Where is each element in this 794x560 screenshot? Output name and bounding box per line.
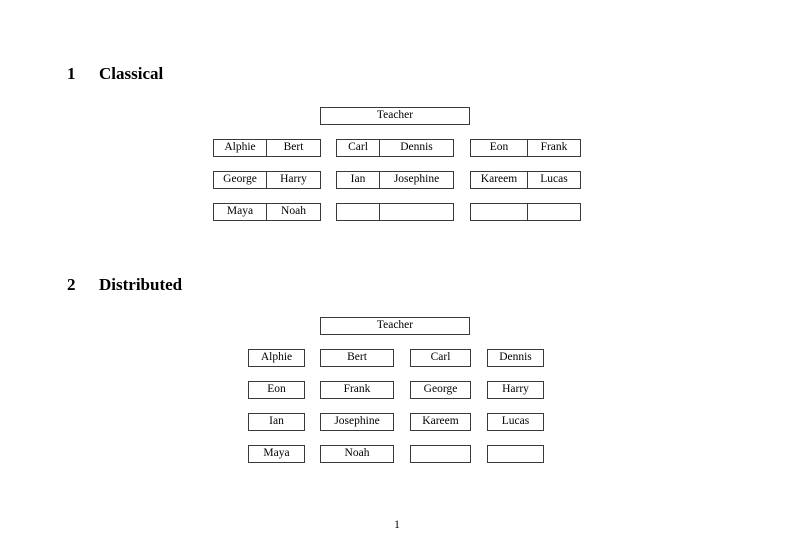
student-box-empty <box>410 445 471 463</box>
table-row: Carl Dennis <box>336 139 454 157</box>
student-box: Kareem <box>410 413 471 431</box>
student-box: Bert <box>320 349 394 367</box>
student-cell: Kareem <box>470 171 528 189</box>
student-cell: Lucas <box>528 171 581 189</box>
student-cell: Maya <box>213 203 267 221</box>
student-cell: Bert <box>267 139 321 157</box>
section-title: Distributed <box>99 275 183 294</box>
table-row: Ian Josephine <box>336 171 454 189</box>
student-cell-empty <box>528 203 581 221</box>
student-cell: Eon <box>470 139 528 157</box>
student-box: Ian <box>248 413 305 431</box>
section-title: Classical <box>99 64 164 83</box>
student-box: Frank <box>320 381 394 399</box>
student-box: George <box>410 381 471 399</box>
student-box-empty <box>487 445 544 463</box>
student-cell: George <box>213 171 267 189</box>
student-box: Eon <box>248 381 305 399</box>
student-box: Carl <box>410 349 471 367</box>
student-cell: Alphie <box>213 139 267 157</box>
section-heading-classical: 1 Classical <box>67 65 163 82</box>
table-row <box>336 203 454 221</box>
page-number: 1 <box>394 519 400 531</box>
student-cell-empty <box>336 203 380 221</box>
teacher-cell: Teacher <box>320 107 470 125</box>
student-cell-empty <box>380 203 454 221</box>
student-cell: Noah <box>267 203 321 221</box>
teacher-box-classical: Teacher <box>320 107 470 125</box>
student-cell: Josephine <box>380 171 454 189</box>
student-cell: Harry <box>267 171 321 189</box>
student-cell-empty <box>470 203 528 221</box>
student-cell: Carl <box>336 139 380 157</box>
table-row: Alphie Bert <box>213 139 321 157</box>
student-box: Lucas <box>487 413 544 431</box>
section-number: 2 <box>67 275 76 294</box>
table-row: Kareem Lucas <box>470 171 581 189</box>
section-heading-distributed: 2 Distributed <box>67 276 182 293</box>
student-box: Noah <box>320 445 394 463</box>
student-box: Maya <box>248 445 305 463</box>
table-row <box>470 203 581 221</box>
student-cell: Ian <box>336 171 380 189</box>
table-row: George Harry <box>213 171 321 189</box>
student-box: Harry <box>487 381 544 399</box>
student-cell: Dennis <box>380 139 454 157</box>
table-row: Maya Noah <box>213 203 321 221</box>
student-box: Dennis <box>487 349 544 367</box>
student-cell: Frank <box>528 139 581 157</box>
section-number: 1 <box>67 64 76 83</box>
teacher-box-distributed: Teacher <box>320 317 470 335</box>
table-row: Eon Frank <box>470 139 581 157</box>
teacher-cell: Teacher <box>320 317 470 335</box>
student-box: Alphie <box>248 349 305 367</box>
student-box: Josephine <box>320 413 394 431</box>
